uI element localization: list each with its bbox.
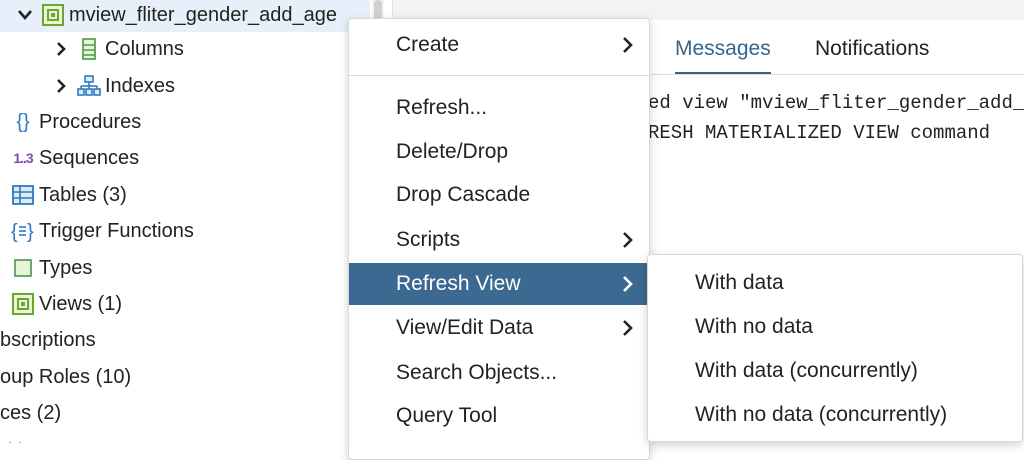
scrollbar-thumb[interactable] xyxy=(374,0,382,20)
tree-node-label: Trigger Functions xyxy=(39,219,194,242)
tree-node-indexes[interactable]: Indexes xyxy=(50,69,175,103)
tree-node-trigger-functions[interactable]: { } Trigger Functions xyxy=(10,214,194,248)
tree-node-sequences[interactable]: 1..3 Sequences xyxy=(10,141,139,175)
menu-item-create[interactable]: Create xyxy=(349,24,649,66)
chevron-down-icon[interactable] xyxy=(4,436,26,443)
tree-node-label: bscriptions xyxy=(0,328,96,351)
tables-icon xyxy=(10,182,36,208)
menu-item-search-objects[interactable]: Search Objects... xyxy=(396,361,558,384)
tree-node-mview[interactable]: mview_fliter_gender_add_age xyxy=(14,0,337,32)
tree-node-label: Types xyxy=(39,256,93,279)
context-menu: Create Refresh... Delete/Drop Drop Casca… xyxy=(348,18,650,460)
submenu-item-with-data[interactable]: With data xyxy=(695,271,784,294)
tree-node-group-roles[interactable]: oup Roles (10) xyxy=(0,360,131,394)
svg-text:{: { xyxy=(11,221,18,243)
tree-node-views[interactable]: Views (1) xyxy=(10,287,122,321)
materialized-view-icon xyxy=(40,2,66,28)
submenu-item-with-no-data-concurrently[interactable]: With no data (concurrently) xyxy=(695,403,948,426)
message-line: RESH MATERIALIZED VIEW command xyxy=(648,122,991,144)
columns-icon xyxy=(76,36,102,62)
submenu-item-with-data-concurrently[interactable]: With data (concurrently) xyxy=(695,359,918,382)
tree-node-label: ces (2) xyxy=(0,401,62,424)
menu-item-delete-drop[interactable]: Delete/Drop xyxy=(396,140,509,163)
views-icon xyxy=(10,291,36,317)
tab-messages[interactable]: Messages xyxy=(675,26,771,75)
tree-node-label: Tables (3) xyxy=(39,183,127,206)
tree-node-label: Views (1) xyxy=(39,292,122,315)
menu-item-scripts[interactable]: Scripts xyxy=(349,219,649,261)
tree-node-partial xyxy=(4,430,30,443)
tree-node-types[interactable]: Types xyxy=(10,251,92,285)
messages-output: ed view "mview_fliter_gender_add_age" RES… xyxy=(648,88,1024,148)
menu-item-drop-cascade[interactable]: Drop Cascade xyxy=(396,183,531,206)
chevron-right-icon xyxy=(623,37,633,53)
menu-item-refresh-view[interactable]: Refresh View xyxy=(349,263,649,305)
sequences-icon: 1..3 xyxy=(13,150,33,166)
panel-header-strip xyxy=(393,0,1024,20)
trigger-functions-icon: { } xyxy=(10,218,36,244)
menu-item-refresh[interactable]: Refresh... xyxy=(396,96,488,119)
tab-notifications[interactable]: Notifications xyxy=(815,37,930,60)
tree-node-columns[interactable]: Columns xyxy=(50,32,184,66)
menu-separator xyxy=(349,75,649,76)
chevron-right-icon[interactable] xyxy=(50,38,72,60)
types-icon xyxy=(10,255,36,281)
tree-node-label: Indexes xyxy=(105,74,176,97)
tab-divider xyxy=(651,74,1024,75)
menu-item-query-tool[interactable]: Query Tool xyxy=(396,404,498,427)
tree-node-label: mview_fliter_gender_add_age xyxy=(69,3,337,26)
tree-node-label: Sequences xyxy=(39,146,140,169)
tree-node-subscriptions[interactable]: bscriptions xyxy=(0,323,96,357)
refresh-view-submenu: With data With no data With data (concur… xyxy=(647,254,1023,442)
chevron-right-icon xyxy=(623,232,633,248)
tree-node-procedures[interactable]: {} Procedures xyxy=(10,105,141,139)
object-browser-tree: mview_fliter_gender_add_age Columns xyxy=(0,0,392,443)
chevron-right-icon[interactable] xyxy=(50,75,72,97)
submenu-item-with-no-data[interactable]: With no data xyxy=(695,315,813,338)
chevron-down-icon[interactable] xyxy=(14,4,36,26)
indexes-icon xyxy=(76,73,102,99)
message-line: ed view "mview_fliter_gender_add_age" xyxy=(648,92,1024,114)
chevron-right-icon xyxy=(623,320,633,336)
tree-node-label: Procedures xyxy=(39,110,142,133)
tree-node-label: Columns xyxy=(105,37,184,60)
tree-node-tables[interactable]: Tables (3) xyxy=(10,178,127,212)
tree-node-resources[interactable]: ces (2) xyxy=(0,396,61,430)
menu-item-view-edit-data[interactable]: View/Edit Data xyxy=(349,307,649,349)
procedures-icon: {} xyxy=(16,110,30,133)
svg-text:}: } xyxy=(27,221,34,243)
chevron-right-icon xyxy=(623,276,633,292)
tree-node-label: oup Roles (10) xyxy=(0,365,132,388)
